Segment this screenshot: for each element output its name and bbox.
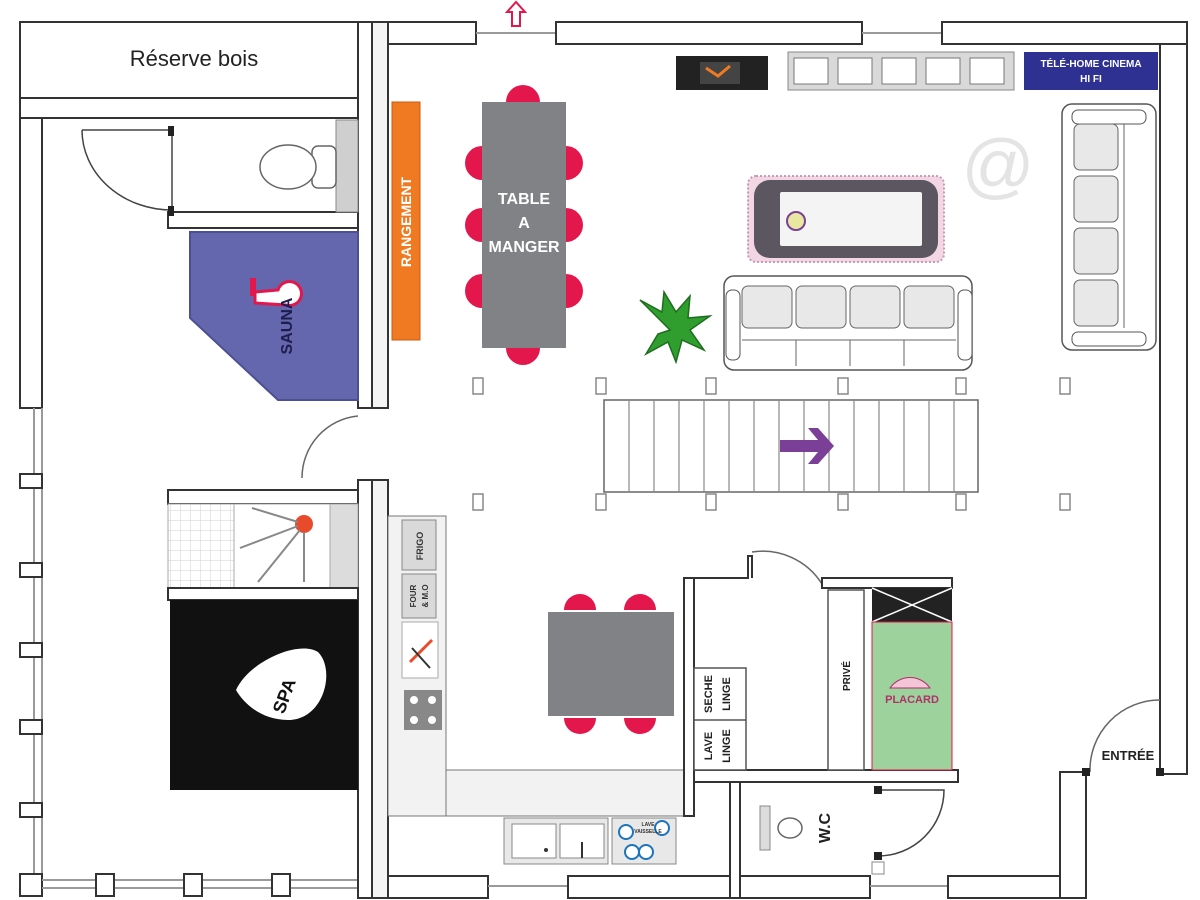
- knife-icon: [408, 638, 434, 669]
- frigo-label: FRIGO: [415, 532, 425, 561]
- reserve-bois-room: Réserve bois: [19, 21, 369, 119]
- lave-vaisselle-label-line2: VAISSELLE: [634, 829, 662, 835]
- cooktop-icon: [404, 690, 442, 730]
- dining-table: TABLE A MANGER: [465, 85, 583, 365]
- seche-linge-line2: LINGE: [721, 677, 733, 711]
- sofa-main: [723, 275, 973, 371]
- entrance: ENTRÉE: [1082, 699, 1164, 776]
- wc-room: W.C: [729, 781, 945, 899]
- sauna-label: SAUNA: [279, 297, 296, 354]
- kitchen-chairs: [564, 594, 656, 734]
- table-label-line1: TABLE: [498, 191, 550, 208]
- placard-label: PLACARD: [885, 694, 939, 706]
- shower: [167, 489, 359, 601]
- dishwasher: LAVE VAISSELLE: [611, 817, 677, 865]
- fireplace: [676, 56, 768, 90]
- rug-coffee-table: [747, 175, 945, 263]
- rangement-label: RANGEMENT: [398, 176, 414, 267]
- reserve-bois-label: Réserve bois: [130, 46, 258, 71]
- watermark-at-sign: @: [961, 126, 1034, 206]
- plant-icon: [639, 289, 713, 365]
- north-arrow-icon: [504, 0, 528, 27]
- entree-label: ENTRÉE: [1102, 748, 1155, 763]
- outer-walls: [19, 21, 1188, 899]
- cabinet-units: [787, 51, 1015, 91]
- shower-head-icon: [239, 507, 313, 583]
- four-label-line1: FOUR: [409, 584, 418, 607]
- wc-label: W.C: [817, 812, 834, 843]
- bathroom-upper: [81, 119, 359, 229]
- table-label-line3: MANGER: [488, 239, 560, 256]
- wc-toilet-icon: [777, 817, 803, 839]
- lave-vaisselle-label-line1: LAVE: [642, 822, 656, 828]
- toilet-icon: [259, 144, 337, 190]
- rangement: RANGEMENT: [391, 101, 421, 341]
- stairs-direction-arrow-icon: [780, 428, 834, 464]
- sauna: SAUNA: [189, 231, 359, 401]
- seche-linge-line1: SECHE: [703, 675, 715, 713]
- sofa-side: [1061, 103, 1157, 351]
- sink-icon: [503, 817, 609, 865]
- thermometer-icon: [250, 278, 303, 307]
- utility-block: SECHE LINGE LAVE LINGE PRIVÉ PLACARD: [683, 550, 959, 817]
- four-label-line2: & M.O: [421, 584, 430, 607]
- table-label-line2: A: [518, 215, 530, 232]
- door-swing: [301, 415, 359, 479]
- lave-linge-line1: LAVE: [703, 732, 715, 761]
- lave-linge-line2: LINGE: [721, 729, 733, 763]
- staircase: [603, 399, 979, 493]
- tv-label-line1: TÉLÉ-HOME CINEMA: [1040, 57, 1141, 70]
- prive-label: PRIVÉ: [840, 661, 853, 691]
- dining-chairs: [465, 85, 583, 365]
- pillars: [472, 377, 1071, 511]
- spa: SPA: [170, 600, 358, 790]
- kitchen-table: [548, 594, 674, 734]
- tv-label-line2: HI FI: [1080, 74, 1102, 85]
- kitchen-counter: FRIGO FOUR & M.O: [387, 515, 685, 865]
- tv-hifi-panel: TÉLÉ-HOME CINEMA HI FI: [1024, 52, 1158, 90]
